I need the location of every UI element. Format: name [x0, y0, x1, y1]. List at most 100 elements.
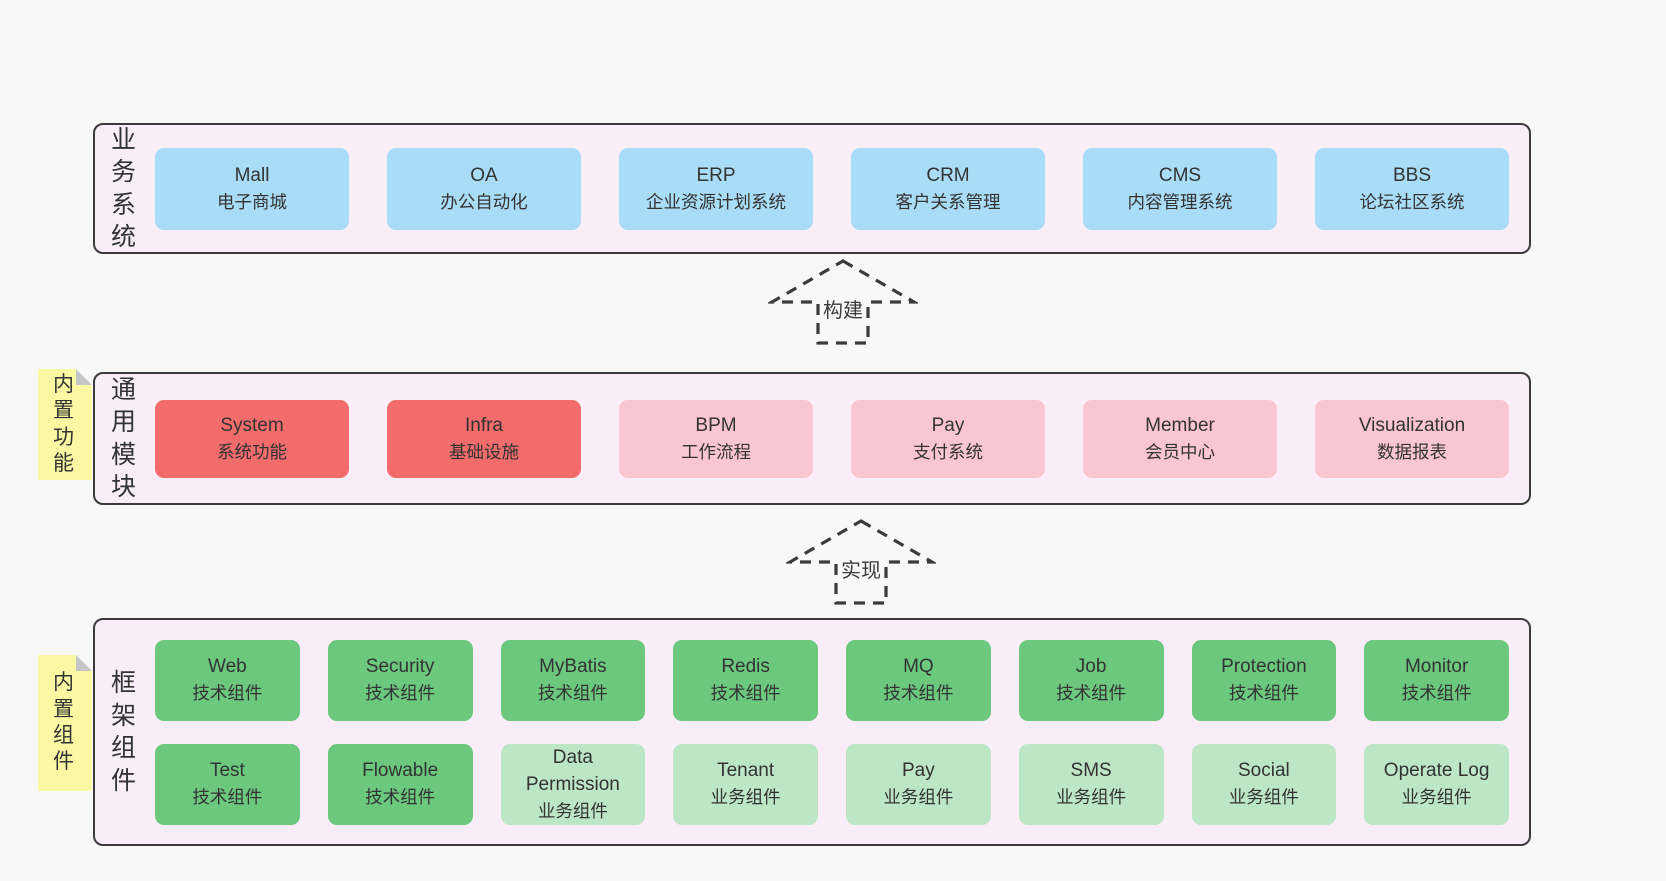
box-subtitle: 数据报表: [1377, 441, 1447, 462]
box-subtitle: 会员中心: [1145, 441, 1215, 462]
box-bbs: BBS 论坛社区系统: [1315, 147, 1509, 230]
box-mq: MQ 技术组件: [846, 639, 991, 721]
box-visualization: Visualization 数据报表: [1315, 399, 1509, 478]
box-pay-business: Pay 业务组件: [846, 743, 991, 825]
box-subtitle: 业务组件: [1228, 787, 1299, 808]
box-system: System 系统功能: [155, 399, 349, 478]
sticky-label: 内置组件: [53, 671, 74, 774]
layer-business-systems: 业务系统 Mall 电子商城 OA 办公自动化 ERP 企业资源计划系统 CRM…: [93, 123, 1531, 254]
box-subtitle: 系统功能: [217, 441, 287, 462]
box-subtitle: 客户关系管理: [895, 191, 1001, 212]
box-title: Mall: [234, 164, 270, 186]
box-title: SMS: [1070, 760, 1112, 782]
box-bpm: BPM 工作流程: [619, 399, 813, 478]
box-subtitle: 业务组件: [537, 800, 608, 821]
box-subtitle: 工作流程: [681, 441, 751, 462]
box-title: ERP: [696, 164, 736, 186]
box-title: Protection: [1221, 656, 1307, 678]
box-subtitle: 技术组件: [537, 683, 608, 704]
box-cms: CMS 内容管理系统: [1083, 147, 1277, 230]
box-subtitle: 论坛社区系统: [1359, 191, 1465, 212]
box-erp: ERP 企业资源计划系统: [619, 147, 813, 230]
box-redis: Redis 技术组件: [673, 639, 818, 721]
box-web: Web 技术组件: [155, 639, 300, 721]
box-subtitle: 业务组件: [883, 787, 954, 808]
box-subtitle: 业务组件: [710, 787, 781, 808]
box-title: CRM: [926, 164, 970, 186]
box-subtitle: 基础设施: [449, 441, 519, 462]
box-subtitle: 技术组件: [192, 787, 263, 808]
box-pay: Pay 支付系统: [851, 399, 1045, 478]
up-arrow-dashed-icon: [768, 259, 918, 345]
box-flowable: Flowable 技术组件: [327, 743, 473, 825]
box-security: Security 技术组件: [327, 639, 473, 721]
box-subtitle: 业务组件: [1056, 787, 1127, 808]
box-operate-log: Operate Log 业务组件: [1364, 743, 1509, 825]
arrow-implement: 实现: [786, 518, 936, 606]
box-mybatis: MyBatis 技术组件: [500, 639, 646, 721]
box-subtitle: 技术组件: [365, 683, 436, 704]
sticky-note-built-in-features: 内置功能: [38, 369, 92, 480]
module-boxes: System 系统功能 Infra 基础设施 BPM 工作流程 Pay 支付系统…: [139, 399, 1529, 478]
box-title: Flowable: [362, 760, 439, 782]
box-title: Visualization: [1358, 414, 1466, 436]
box-subtitle: 技术组件: [365, 787, 436, 808]
box-title: Pay: [902, 760, 935, 782]
box-title: Social: [1238, 760, 1290, 782]
component-rows: Web 技术组件 Security 技术组件 MyBatis 技术组件 Redi…: [139, 639, 1529, 825]
box-subtitle: 技术组件: [710, 683, 781, 704]
component-row-2: Test 技术组件 Flowable 技术组件 Data Permission …: [155, 743, 1509, 825]
box-subtitle: 电子商城: [217, 191, 287, 212]
box-infra: Infra 基础设施: [387, 399, 581, 478]
box-crm: CRM 客户关系管理: [851, 147, 1045, 230]
box-protection: Protection 技术组件: [1191, 639, 1337, 721]
box-title: MyBatis: [539, 656, 607, 678]
box-title: Tenant: [717, 760, 775, 782]
layer-label-common-modules: 通用模块: [111, 375, 137, 502]
arrow-build-label: 构建: [820, 294, 866, 323]
up-arrow-dashed-icon: [786, 519, 936, 605]
layer-framework-components: 框架组件 Web 技术组件 Security 技术组件 MyBatis 技术组件…: [93, 618, 1531, 846]
box-title: Job: [1075, 656, 1107, 678]
business-boxes: Mall 电子商城 OA 办公自动化 ERP 企业资源计划系统 CRM 客户关系…: [139, 147, 1529, 230]
box-title: Pay: [931, 414, 965, 436]
box-social: Social 业务组件: [1191, 743, 1337, 825]
box-title: Web: [208, 656, 247, 678]
box-monitor: Monitor 技术组件: [1364, 639, 1509, 721]
box-title: CMS: [1158, 164, 1202, 186]
box-job: Job 技术组件: [1018, 639, 1164, 721]
box-subtitle: 企业资源计划系统: [646, 191, 786, 212]
box-subtitle: 技术组件: [1401, 683, 1472, 704]
box-title: Member: [1145, 414, 1215, 436]
sticky-note-built-in-components: 内置组件: [38, 655, 92, 791]
box-title: System: [220, 414, 284, 436]
box-data-permission: Data Permission 业务组件: [500, 743, 646, 825]
layer-label-business-systems: 业务系统: [111, 125, 137, 252]
box-member: Member 会员中心: [1083, 399, 1277, 478]
box-title: Operate Log: [1383, 760, 1490, 782]
box-title: OA: [470, 164, 498, 186]
box-subtitle: 内容管理系统: [1127, 191, 1233, 212]
box-title: BPM: [695, 414, 737, 436]
box-subtitle: 业务组件: [1401, 787, 1472, 808]
box-subtitle: 技术组件: [192, 683, 263, 704]
box-sms: SMS 业务组件: [1018, 743, 1164, 825]
layer-label-framework-components: 框架组件: [111, 669, 137, 795]
component-row-1: Web 技术组件 Security 技术组件 MyBatis 技术组件 Redi…: [155, 639, 1509, 721]
arrow-build: 构建: [768, 258, 918, 346]
box-title: Infra: [464, 414, 504, 436]
box-subtitle: 技术组件: [883, 683, 954, 704]
box-title: Redis: [721, 656, 770, 678]
box-oa: OA 办公自动化: [387, 147, 581, 230]
box-title: Data Permission: [525, 746, 620, 795]
box-subtitle: 技术组件: [1056, 683, 1127, 704]
box-title: Monitor: [1404, 656, 1469, 678]
sticky-label: 内置功能: [53, 372, 74, 475]
box-title: MQ: [903, 656, 934, 678]
box-title: Security: [365, 656, 435, 678]
box-subtitle: 技术组件: [1228, 683, 1299, 704]
box-subtitle: 支付系统: [913, 441, 983, 462]
box-title: BBS: [1392, 164, 1432, 186]
box-title: Test: [209, 760, 245, 782]
